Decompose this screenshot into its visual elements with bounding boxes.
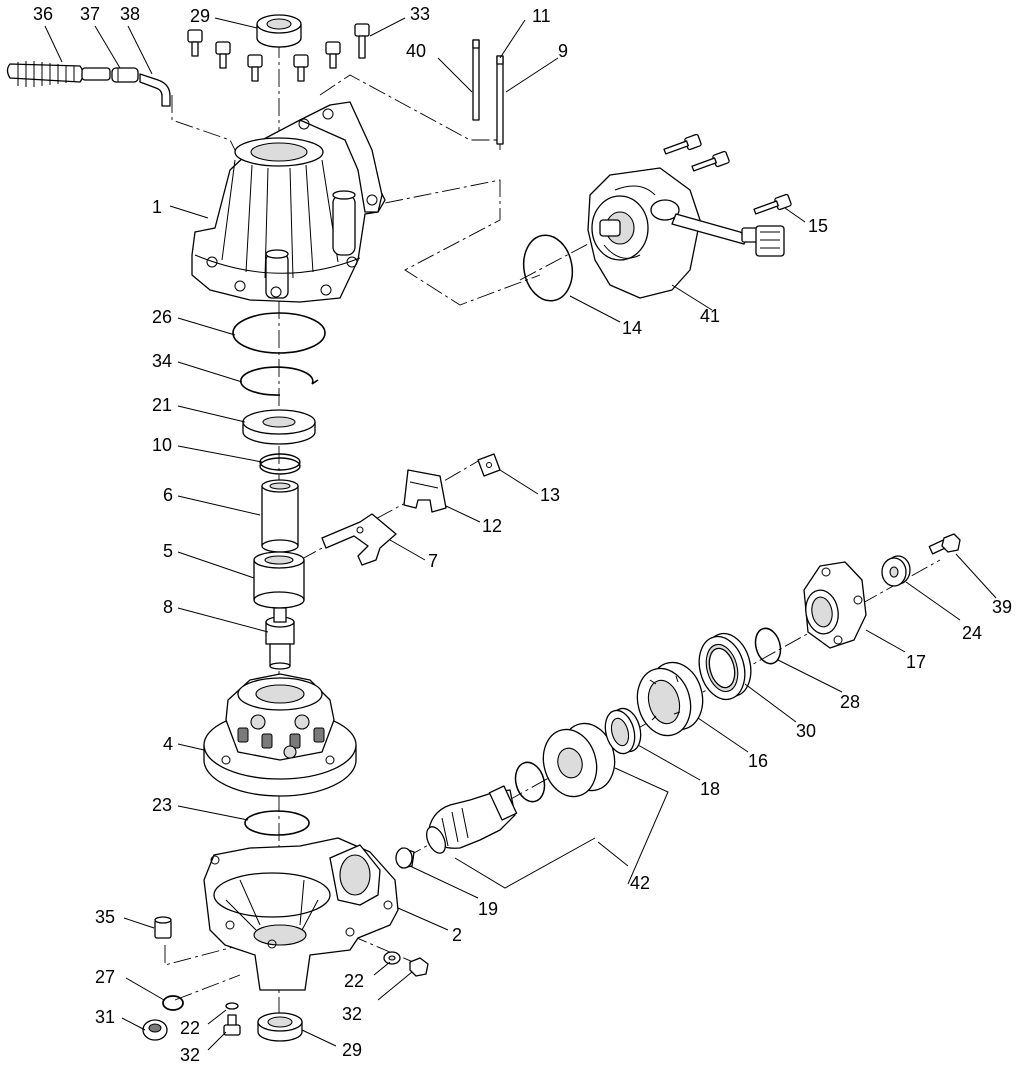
callout-14: 14 bbox=[622, 318, 642, 338]
callout-33: 33 bbox=[410, 4, 430, 24]
plug-35 bbox=[154, 916, 172, 939]
callout-37: 37 bbox=[80, 4, 100, 24]
callout-16: 16 bbox=[748, 751, 768, 771]
callout-39: 39 bbox=[992, 597, 1012, 617]
seal-30 bbox=[698, 632, 752, 701]
bolts-32 bbox=[223, 957, 429, 1036]
washers-22 bbox=[225, 951, 401, 1010]
washer-21 bbox=[242, 409, 316, 445]
clip-10 bbox=[259, 453, 301, 475]
callout-32-right: 32 bbox=[342, 1004, 362, 1024]
callout-6: 6 bbox=[163, 485, 173, 505]
o-ring-23 bbox=[244, 810, 310, 836]
callout-27: 27 bbox=[95, 967, 115, 987]
callout-23: 23 bbox=[152, 795, 172, 815]
pump-4 bbox=[203, 673, 357, 797]
pinion-shaft bbox=[425, 785, 518, 854]
callout-31: 31 bbox=[95, 1007, 115, 1027]
o-ring-28 bbox=[754, 627, 782, 665]
callout-41: 41 bbox=[700, 306, 720, 326]
shaft-8 bbox=[265, 607, 295, 670]
callout-11: 11 bbox=[532, 6, 551, 26]
sleeve-6 bbox=[261, 479, 299, 553]
callout-1: 1 bbox=[152, 197, 162, 217]
seal-29-top bbox=[256, 14, 302, 48]
flange-17 bbox=[803, 561, 867, 649]
snap-ring-34 bbox=[240, 366, 319, 396]
seal-29-bottom bbox=[257, 1012, 303, 1042]
callout-22-right: 22 bbox=[344, 971, 364, 991]
callout-32-left: 32 bbox=[180, 1045, 200, 1065]
nut-16 bbox=[636, 661, 704, 737]
callout-35: 35 bbox=[95, 907, 115, 927]
upper-housing-1 bbox=[191, 101, 386, 303]
callout-30: 30 bbox=[796, 721, 816, 741]
callout-labels: 36 37 38 29 33 11 40 9 1 15 14 41 26 34 … bbox=[33, 4, 1012, 1065]
callout-24: 24 bbox=[962, 623, 982, 643]
lower-housing-2 bbox=[203, 837, 399, 991]
motor-41 bbox=[587, 133, 792, 299]
callout-26: 26 bbox=[152, 307, 172, 327]
callout-13: 13 bbox=[540, 485, 560, 505]
callout-36: 36 bbox=[33, 4, 53, 24]
o-ring-42 bbox=[514, 761, 546, 803]
callout-22-left: 22 bbox=[180, 1018, 200, 1038]
leader-lines bbox=[44, 17, 997, 1051]
callout-7: 7 bbox=[428, 551, 438, 571]
fitting-38 bbox=[139, 73, 171, 107]
callout-42: 42 bbox=[630, 873, 650, 893]
block-13 bbox=[477, 453, 501, 477]
callout-15: 15 bbox=[808, 216, 828, 236]
bolt-39 bbox=[928, 533, 961, 555]
bushing-19 bbox=[395, 847, 415, 869]
callout-29-top: 29 bbox=[190, 6, 210, 26]
callout-12: 12 bbox=[482, 516, 502, 536]
callout-19: 19 bbox=[478, 899, 498, 919]
boot-36 bbox=[6, 61, 111, 87]
callout-18: 18 bbox=[700, 779, 720, 799]
callout-8: 8 bbox=[163, 597, 173, 617]
callout-38: 38 bbox=[120, 4, 140, 24]
ring-18 bbox=[604, 707, 642, 755]
plug-31 bbox=[142, 1019, 168, 1041]
callout-21: 21 bbox=[152, 395, 172, 415]
pins-40-9-11 bbox=[472, 39, 504, 145]
collar-5 bbox=[253, 551, 305, 609]
callout-10: 10 bbox=[152, 435, 172, 455]
callout-17: 17 bbox=[906, 652, 926, 672]
callout-28: 28 bbox=[840, 692, 860, 712]
bolts-33 bbox=[187, 23, 370, 82]
callout-9: 9 bbox=[558, 41, 568, 61]
callout-34: 34 bbox=[152, 351, 172, 371]
callout-2: 2 bbox=[452, 925, 462, 945]
callout-4: 4 bbox=[163, 734, 173, 754]
fork-7 bbox=[321, 513, 397, 566]
callout-5: 5 bbox=[163, 541, 173, 561]
clamp-37 bbox=[111, 67, 139, 83]
bearing-42 bbox=[542, 722, 616, 798]
callout-40: 40 bbox=[406, 41, 426, 61]
o-ring-26 bbox=[232, 312, 326, 354]
o-ring-27 bbox=[162, 995, 184, 1011]
o-ring-14 bbox=[522, 234, 574, 302]
bracket-12 bbox=[403, 469, 447, 513]
washer-24 bbox=[881, 555, 911, 587]
callout-29-bottom: 29 bbox=[342, 1040, 362, 1060]
